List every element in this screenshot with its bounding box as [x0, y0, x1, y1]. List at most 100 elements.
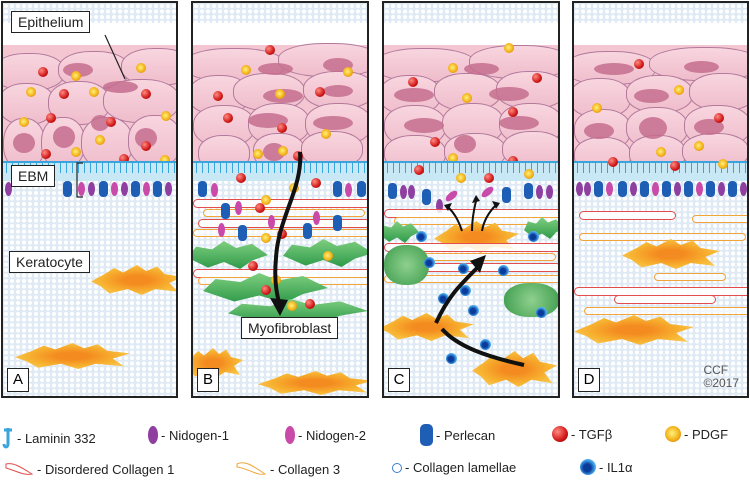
tgfb-molecule: [141, 89, 151, 99]
keratocyte-callout: Keratocyte: [9, 251, 90, 273]
pdgf-molecule: [448, 63, 458, 73]
pdgf-molecule: [253, 149, 263, 159]
tgfb-molecule: [508, 107, 518, 117]
keratocyte-cell: [622, 239, 720, 269]
myofibroblast-callout: Myofibroblast: [241, 317, 339, 339]
pdgf-molecule: [261, 233, 271, 243]
tgfb-molecule: [261, 285, 271, 295]
tgfb-molecule: [277, 229, 287, 239]
tgfb-molecule: [46, 113, 56, 123]
copyright-credit: CCF ©2017: [703, 363, 739, 390]
pdgf-molecule: [287, 301, 297, 311]
tgfb-molecule: [714, 113, 724, 123]
panel-label-c: C: [388, 368, 410, 392]
pdgf-molecule: [241, 65, 251, 75]
tgfb-molecule: [141, 141, 151, 151]
pdgf-molecule: [718, 159, 728, 169]
pdgf-molecule: [19, 117, 29, 127]
perlecan-icon: [420, 424, 433, 446]
collagen-lamellae-icon: [392, 462, 402, 473]
epithelium-layer: [384, 23, 558, 172]
legend-item-nidogen2: - Nidogen-2: [285, 426, 366, 444]
keratocyte-cell: [574, 315, 694, 345]
basement-membrane-proteins: [3, 179, 176, 199]
tgfb-molecule: [305, 299, 315, 309]
basement-membrane-proteins: [574, 179, 747, 199]
panel-label-b: B: [197, 368, 219, 392]
epithelial-basement-membrane: [384, 161, 558, 181]
tgfb-molecule: [38, 67, 48, 77]
il1a-molecule: [438, 293, 449, 304]
panel-a: Epithelium EBM Keratocyte A: [1, 1, 178, 398]
tgfb-molecule: [408, 77, 418, 87]
pdgf-molecule: [343, 67, 353, 77]
legend-item-tgfb: - TGFβ: [552, 426, 612, 442]
legend-item-nidogen1: - Nidogen-1: [148, 426, 229, 444]
keratocyte-cell: [91, 265, 176, 295]
ebm-callout: EBM: [11, 165, 56, 187]
pdgf-molecule: [95, 135, 105, 145]
pdgf-molecule: [504, 43, 514, 53]
tgfb-molecule: [119, 154, 129, 164]
il1a-molecule: [498, 265, 509, 276]
legend-item-pdgf: - PDGF: [665, 426, 728, 442]
legend-item-perlecan: - Perlecan: [420, 424, 495, 446]
tgfb-molecule: [414, 165, 424, 175]
pdgf-molecule: [694, 141, 704, 151]
apoptotic-myofibroblast: [384, 245, 429, 285]
epithelium-layer: [574, 23, 747, 174]
legend-item-disordered-collagen1: - Disordered Collagen 1: [4, 460, 174, 478]
ebm-bracket: [76, 162, 83, 198]
panel-d: CCF ©2017 D: [572, 1, 749, 398]
pdgf-molecule: [261, 195, 271, 205]
tgfb-icon: [552, 426, 568, 442]
pdgf-molecule: [448, 153, 458, 163]
pdgf-molecule: [674, 85, 684, 95]
keratocyte-cell: [15, 343, 130, 369]
tgfb-molecule: [293, 151, 303, 161]
tgfb-molecule: [311, 178, 321, 188]
il1a-molecule: [536, 307, 547, 318]
il1a-molecule: [480, 339, 491, 350]
callout-leader-line: [104, 34, 126, 80]
il1a-molecule: [528, 231, 539, 242]
legend-item-il1a: - IL1α: [580, 459, 633, 475]
tgfb-molecule: [248, 261, 258, 271]
il1a-molecule: [446, 353, 457, 364]
pdgf-molecule: [462, 93, 472, 103]
panel-label-a: A: [7, 368, 29, 392]
panel-label-d: D: [578, 368, 600, 392]
pdgf-molecule: [278, 146, 288, 156]
pdgf-molecule: [456, 173, 466, 183]
il1a-molecule: [460, 285, 471, 296]
pdgf-molecule: [524, 169, 534, 179]
tgfb-molecule: [484, 173, 494, 183]
tgfb-molecule: [277, 123, 287, 133]
pdgf-molecule: [656, 147, 666, 157]
tgfb-molecule: [41, 149, 51, 159]
laminin-icon: [2, 428, 12, 449]
tgfb-molecule: [106, 117, 116, 127]
tgfb-molecule: [59, 89, 69, 99]
keratocyte-cell: [258, 371, 367, 395]
tgfb-molecule: [213, 91, 223, 101]
migration-arrow-icon: [270, 151, 303, 316]
panel-b: Myofibroblast B: [191, 1, 369, 398]
epithelial-basement-membrane: [574, 161, 747, 181]
tgfb-molecule: [532, 73, 542, 83]
nidogen1-icon: [148, 426, 158, 444]
il1a-icon: [580, 459, 596, 475]
disordered-collagen1-icon: [5, 463, 34, 475]
tgfb-molecule: [255, 203, 265, 213]
nidogen2-icon: [285, 426, 295, 444]
epithelium-callout: Epithelium: [11, 11, 91, 33]
legend-item-collagen-lamellae: - Collagen lamellae: [392, 460, 516, 475]
pdgf-molecule: [160, 155, 170, 165]
il1a-molecule: [424, 257, 435, 268]
pdgf-molecule: [71, 147, 81, 157]
tgfb-molecule: [315, 87, 325, 97]
pdgf-molecule: [592, 103, 602, 113]
il1a-molecule: [468, 305, 479, 316]
release-arrows-icon: [444, 195, 500, 232]
pdgf-molecule: [321, 129, 331, 139]
